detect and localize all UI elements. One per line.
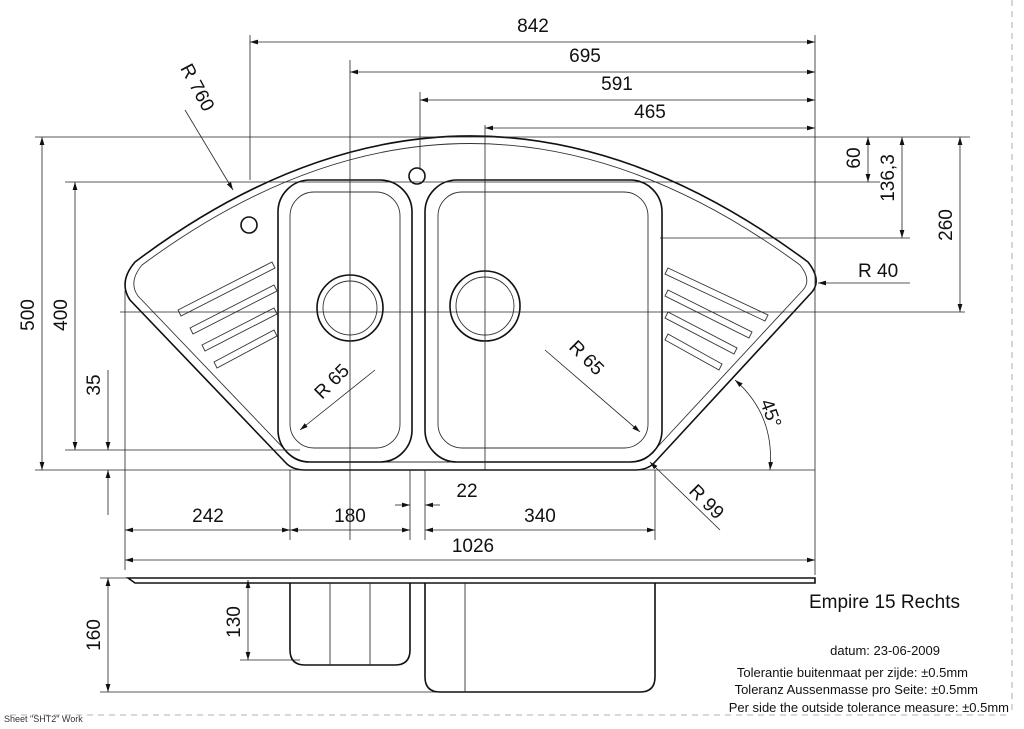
radius-760: R 760 xyxy=(176,60,218,115)
dim-136-3: 136,3 xyxy=(878,154,899,202)
drainboard-grooves-right xyxy=(664,267,769,371)
angle-45: 45° xyxy=(755,397,785,431)
dim-400: 400 xyxy=(51,299,72,331)
sink-side-view xyxy=(125,577,816,693)
tolerance-en: Per side the outside tolerance measure: … xyxy=(729,700,1009,715)
dim-35: 35 xyxy=(84,374,105,395)
sink-top-view xyxy=(120,60,965,540)
radius-40: R 40 xyxy=(858,261,898,282)
dim-500: 500 xyxy=(18,299,39,331)
dim-260: 260 xyxy=(936,209,957,241)
dim-242: 242 xyxy=(192,506,224,527)
dim-1026: 1026 xyxy=(452,536,494,557)
dim-465: 465 xyxy=(634,102,666,123)
dimension-arrows xyxy=(39,39,963,692)
dim-180: 180 xyxy=(334,506,366,527)
dim-60: 60 xyxy=(844,147,865,168)
tap-hole-left xyxy=(240,216,258,234)
dim-842: 842 xyxy=(517,16,549,37)
dim-695: 695 xyxy=(569,46,601,67)
tolerance-de: Toleranz Aussenmasse pro Seite: ±0.5mm xyxy=(735,682,978,697)
dim-591: 591 xyxy=(601,74,633,95)
drawing-title: Empire 15 Rechts xyxy=(809,592,960,613)
tolerance-nl: Tolerantie buitenmaat per zijde: ±0.5mm xyxy=(737,665,968,680)
drainboard-grooves-left xyxy=(177,261,278,369)
radius-65-right: R 65 xyxy=(564,337,607,380)
dim-160: 160 xyxy=(84,619,105,651)
sheet-label: Sheet "SHT2" Work xyxy=(4,714,83,724)
radius-65-left: R 65 xyxy=(311,360,354,403)
dim-340: 340 xyxy=(524,506,556,527)
dim-22: 22 xyxy=(456,481,477,502)
dim-130: 130 xyxy=(224,606,245,638)
drawing-date: datum: 23-06-2009 xyxy=(830,643,940,658)
tap-hole-right xyxy=(408,167,426,185)
